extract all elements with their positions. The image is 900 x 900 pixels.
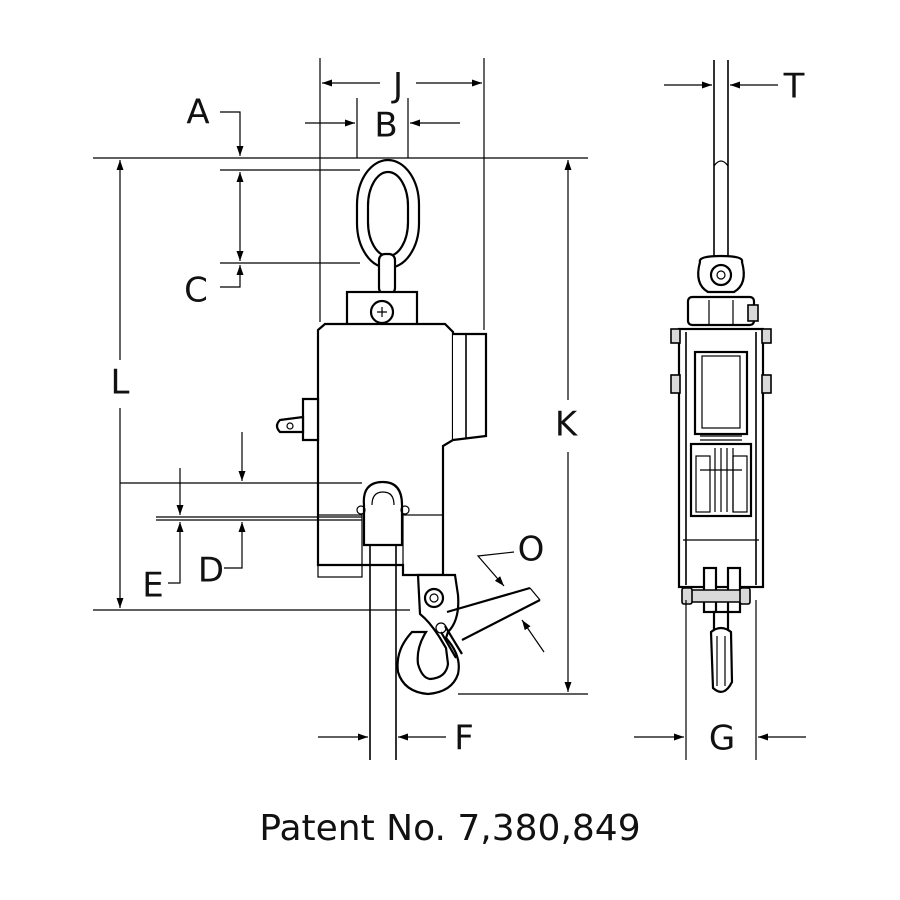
- side-view: [670, 60, 772, 693]
- label-L: L: [111, 363, 130, 403]
- label-F: F: [454, 719, 474, 759]
- patent-caption: Patent No. 7,380,849: [259, 808, 641, 849]
- label-K: K: [555, 405, 579, 445]
- top-link: [355, 158, 421, 270]
- label-B: B: [374, 106, 397, 146]
- label-O: O: [518, 530, 545, 570]
- label-D: D: [198, 551, 224, 591]
- hoist-body: [316, 322, 455, 577]
- label-J: J: [391, 66, 403, 106]
- label-T: T: [783, 67, 805, 107]
- bottom-hook: [396, 573, 460, 696]
- label-C: C: [184, 271, 208, 311]
- label-E: E: [142, 566, 163, 606]
- dimension-labels: J B A C L K D E O F G T: [111, 66, 805, 759]
- label-A: A: [186, 93, 209, 133]
- dimension-lines: [93, 58, 806, 760]
- label-G: G: [709, 719, 735, 759]
- front-view: [275, 158, 541, 760]
